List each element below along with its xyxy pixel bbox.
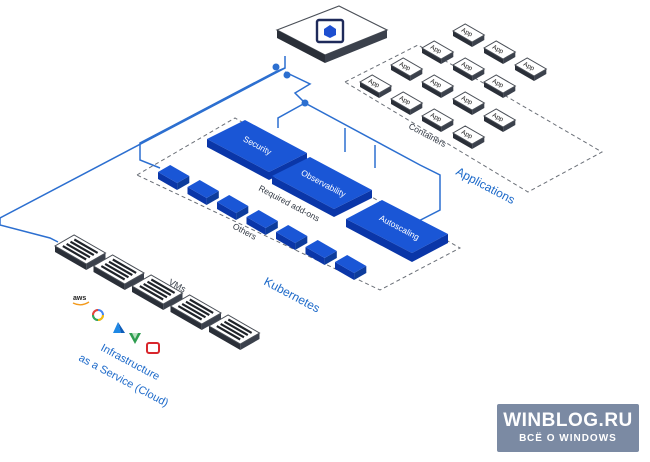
app-container-box: App xyxy=(482,74,517,98)
app-label: App xyxy=(460,95,474,107)
watermark-subtitle: ВСЁ О WINDOWS xyxy=(519,433,617,444)
required-addons: Security Observability Autoscaling xyxy=(207,120,448,262)
other-addon-box xyxy=(305,240,337,265)
vm-box xyxy=(130,274,184,310)
other-addon-box xyxy=(276,225,308,250)
app-container-box: App xyxy=(420,108,455,132)
observability-addon xyxy=(272,157,372,217)
app-container-box: App xyxy=(513,57,548,81)
app-box-grid: AppAppAppAppAppAppAppAppAppAppAppAppAppA… xyxy=(358,23,548,149)
app-container-box: App xyxy=(451,57,486,81)
control-plane-box xyxy=(275,5,389,63)
app-container-box: App xyxy=(451,91,486,115)
svg-text:aws: aws xyxy=(73,295,86,302)
app-label: App xyxy=(460,27,474,39)
wire-node xyxy=(283,71,291,79)
app-label: App xyxy=(367,78,381,90)
app-label: App xyxy=(429,112,443,124)
watermark-title: WINBLOG.RU xyxy=(503,410,633,431)
autoscaling-addon xyxy=(346,200,448,262)
google-cloud-icon xyxy=(92,309,104,321)
kubernetes-area xyxy=(135,117,462,291)
app-container-box: App xyxy=(389,57,424,81)
app-label: App xyxy=(491,112,505,124)
site-watermark: WINBLOG.RU ВСЁ О WINDOWS xyxy=(497,404,639,452)
app-label: App xyxy=(522,61,536,73)
vm-box xyxy=(53,234,107,270)
kubernetes-label: Kubernetes xyxy=(262,274,323,315)
app-label: App xyxy=(429,44,443,56)
wire-node xyxy=(301,99,309,107)
app-container-box: App xyxy=(451,125,486,149)
other-addons xyxy=(158,165,367,280)
wire-node xyxy=(272,63,280,71)
vm-box xyxy=(169,294,223,330)
app-container-box: App xyxy=(420,40,455,64)
oracle-cloud-icon xyxy=(146,342,160,354)
other-addon-box xyxy=(335,255,367,280)
other-addon-box xyxy=(217,195,249,220)
app-label: App xyxy=(460,129,474,141)
vm-box xyxy=(207,314,261,350)
applications-label: Applications xyxy=(454,164,518,207)
app-container-box: App xyxy=(482,40,517,64)
app-container-box: App xyxy=(389,91,424,115)
vmware-icon xyxy=(129,333,141,344)
connection-wires xyxy=(0,56,441,243)
app-container-box: App xyxy=(358,74,393,98)
app-container-box: App xyxy=(451,23,486,47)
kubernetes-logo-icon xyxy=(315,18,345,44)
vm-box xyxy=(92,254,146,290)
other-addon-box xyxy=(158,165,190,190)
aws-icon: aws xyxy=(72,295,90,306)
app-label: App xyxy=(491,78,505,90)
app-label: App xyxy=(398,61,412,73)
other-addon-box xyxy=(187,180,219,205)
app-label: App xyxy=(429,78,443,90)
app-label: App xyxy=(460,61,474,73)
app-label: App xyxy=(491,44,505,56)
app-container-box: App xyxy=(482,108,517,132)
vm-stack xyxy=(53,234,261,350)
app-container-box: App xyxy=(420,74,455,98)
azure-icon xyxy=(113,322,125,333)
other-addon-box xyxy=(246,210,278,235)
app-label: App xyxy=(398,95,412,107)
containers-area xyxy=(343,44,604,193)
cloud-provider-logos: aws xyxy=(72,295,160,354)
